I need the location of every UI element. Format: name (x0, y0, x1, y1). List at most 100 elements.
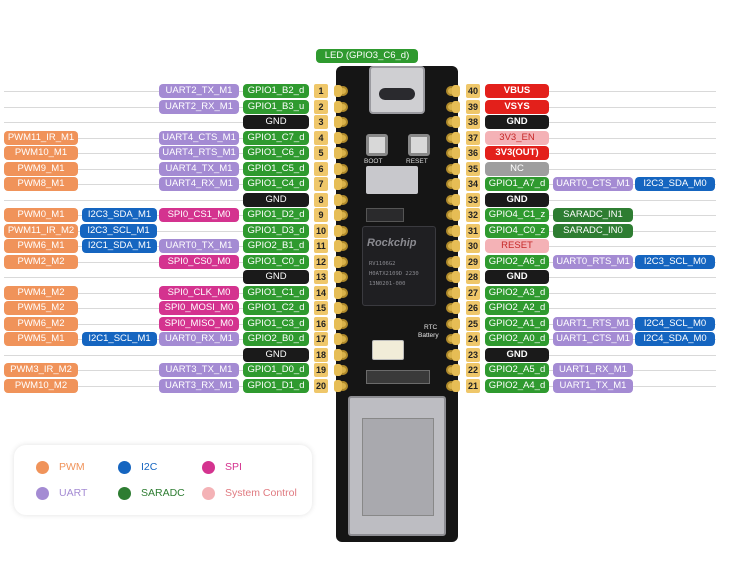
ethernet-port (348, 396, 446, 536)
i2c-function-label: I2C4_SDA_M0 (635, 332, 715, 346)
pwm-function-label: PWM8_M1 (4, 177, 78, 191)
pin-number: 31 (466, 223, 480, 238)
gnd-label: GND (243, 347, 309, 362)
spi-function-label: SPI0_MOSI_M0 (159, 301, 239, 315)
pin-guide-line (4, 137, 244, 139)
pwm-legend-swatch (36, 460, 49, 474)
chip-logo: Rockchip (367, 237, 417, 249)
saradc-function-label: SARADC_IN0 (553, 223, 633, 238)
uart-legend-swatch (36, 486, 49, 500)
spi-function-label: SPI0_CS0_M0 (159, 254, 239, 269)
gpio-label: GPIO2_A2_d (485, 301, 549, 315)
pin-number: 40 (466, 84, 480, 98)
gnd-label: GND (243, 270, 309, 284)
chip-line-1: RV1106G2 (369, 261, 396, 267)
uart-function-label: UART1_TX_M1 (553, 378, 633, 393)
legend-label: SARADC (141, 487, 185, 499)
pin-number: 4 (314, 130, 328, 145)
legend-label: PWM (59, 461, 85, 473)
legend-item: PWM (36, 459, 85, 475)
spi-legend-swatch (202, 460, 215, 474)
uart-function-label: UART0_TX_M1 (159, 239, 239, 253)
gpio-label: GPIO1_C0_d (243, 254, 309, 269)
legend-label: UART (59, 487, 88, 499)
castellated-pad (452, 116, 460, 128)
pin-number: 27 (466, 285, 480, 300)
pin-number: 32 (466, 208, 480, 222)
uart-function-label: UART2_RX_M1 (159, 99, 239, 114)
i2c-function-label: I2C3_SDA_M0 (635, 177, 715, 191)
pin-guide-line (486, 292, 716, 294)
castellated-pad (334, 255, 342, 268)
pin-number: 15 (314, 301, 328, 315)
uart-function-label: UART1_RX_M1 (553, 363, 633, 377)
castellated-pad (452, 348, 460, 361)
gnd-label: GND (485, 115, 549, 129)
gpio-label: GPIO1_D2_d (243, 208, 309, 222)
boot-button (366, 134, 388, 156)
uart-function-label: UART4_RX_M1 (159, 177, 239, 191)
pin-number: 33 (466, 192, 480, 207)
legend-item: SARADC (118, 485, 185, 501)
castellated-pad (452, 193, 460, 206)
pin-number: 19 (314, 363, 328, 377)
sys-legend-swatch (202, 486, 215, 500)
pin-number: 8 (314, 192, 328, 207)
pin-number: 11 (314, 239, 328, 253)
spi-function-label: SPI0_CLK_M0 (159, 285, 239, 300)
pin-guide-line (4, 308, 244, 309)
pin-guide-line (486, 246, 716, 247)
castellated-pad (334, 348, 342, 361)
pin-number: 37 (466, 130, 480, 145)
uart-function-label: UART4_TX_M1 (159, 161, 239, 176)
flash-chip (366, 208, 404, 222)
pin-number: 7 (314, 177, 328, 191)
pin-number: 1 (314, 84, 328, 98)
castellated-pad (452, 271, 460, 283)
pin-guide-line (486, 122, 716, 123)
castellated-pad (452, 224, 460, 237)
power-label: 3V3(OUT) (485, 146, 549, 160)
pin-guide-line (4, 122, 244, 123)
pin-guide-line (4, 323, 244, 325)
pin-number: 9 (314, 208, 328, 222)
castellated-pad (452, 286, 460, 299)
pin-number: 2 (314, 99, 328, 114)
power-label: VBUS (485, 84, 549, 98)
pin-guide-line (486, 153, 716, 154)
pin-guide-line (4, 199, 244, 201)
legend-label: I2C (141, 461, 158, 473)
gnd-label: GND (485, 192, 549, 207)
pwm-function-label: PWM11_IR_M2 (4, 223, 78, 238)
gpio-label: GPIO4_C0_z (485, 223, 549, 238)
i2c-legend-swatch (118, 460, 131, 474)
power-label: RESET (485, 239, 549, 253)
pin-number: 26 (466, 301, 480, 315)
rtc-label: RTC (424, 324, 438, 331)
spi-function-label: SPI0_CS1_M0 (159, 208, 239, 222)
power-label: 3V3_EN (485, 130, 549, 145)
gnd-label: GND (485, 347, 549, 362)
pwm-function-label: PWM0_M1 (4, 208, 78, 222)
gpio-label: GPIO1_C7_d (243, 130, 309, 145)
uart-function-label: UART1_RTS_M1 (553, 316, 633, 331)
castellated-pad (334, 162, 342, 175)
gpio-label: GPIO1_C6_d (243, 146, 309, 160)
castellated-pad (334, 178, 342, 190)
pwm-function-label: PWM3_IR_M2 (4, 363, 78, 377)
pin-guide-line (486, 199, 716, 201)
castellated-pad (452, 364, 460, 376)
uart-function-label: UART4_CTS_M1 (159, 130, 239, 145)
i2c-function-label: I2C1_SDA_M1 (82, 239, 157, 253)
gpio-label: GPIO1_C5_d (243, 161, 309, 176)
legend-item: System Control (202, 485, 297, 501)
pin-guide-line (4, 277, 244, 278)
pin-number: 10 (314, 223, 328, 238)
power-label: VSYS (485, 99, 549, 114)
castellated-pad (452, 317, 460, 330)
pwm-function-label: PWM6_M1 (4, 239, 78, 253)
gpio-label: GPIO1_C3_d (243, 316, 309, 331)
pin-number: 13 (314, 270, 328, 284)
